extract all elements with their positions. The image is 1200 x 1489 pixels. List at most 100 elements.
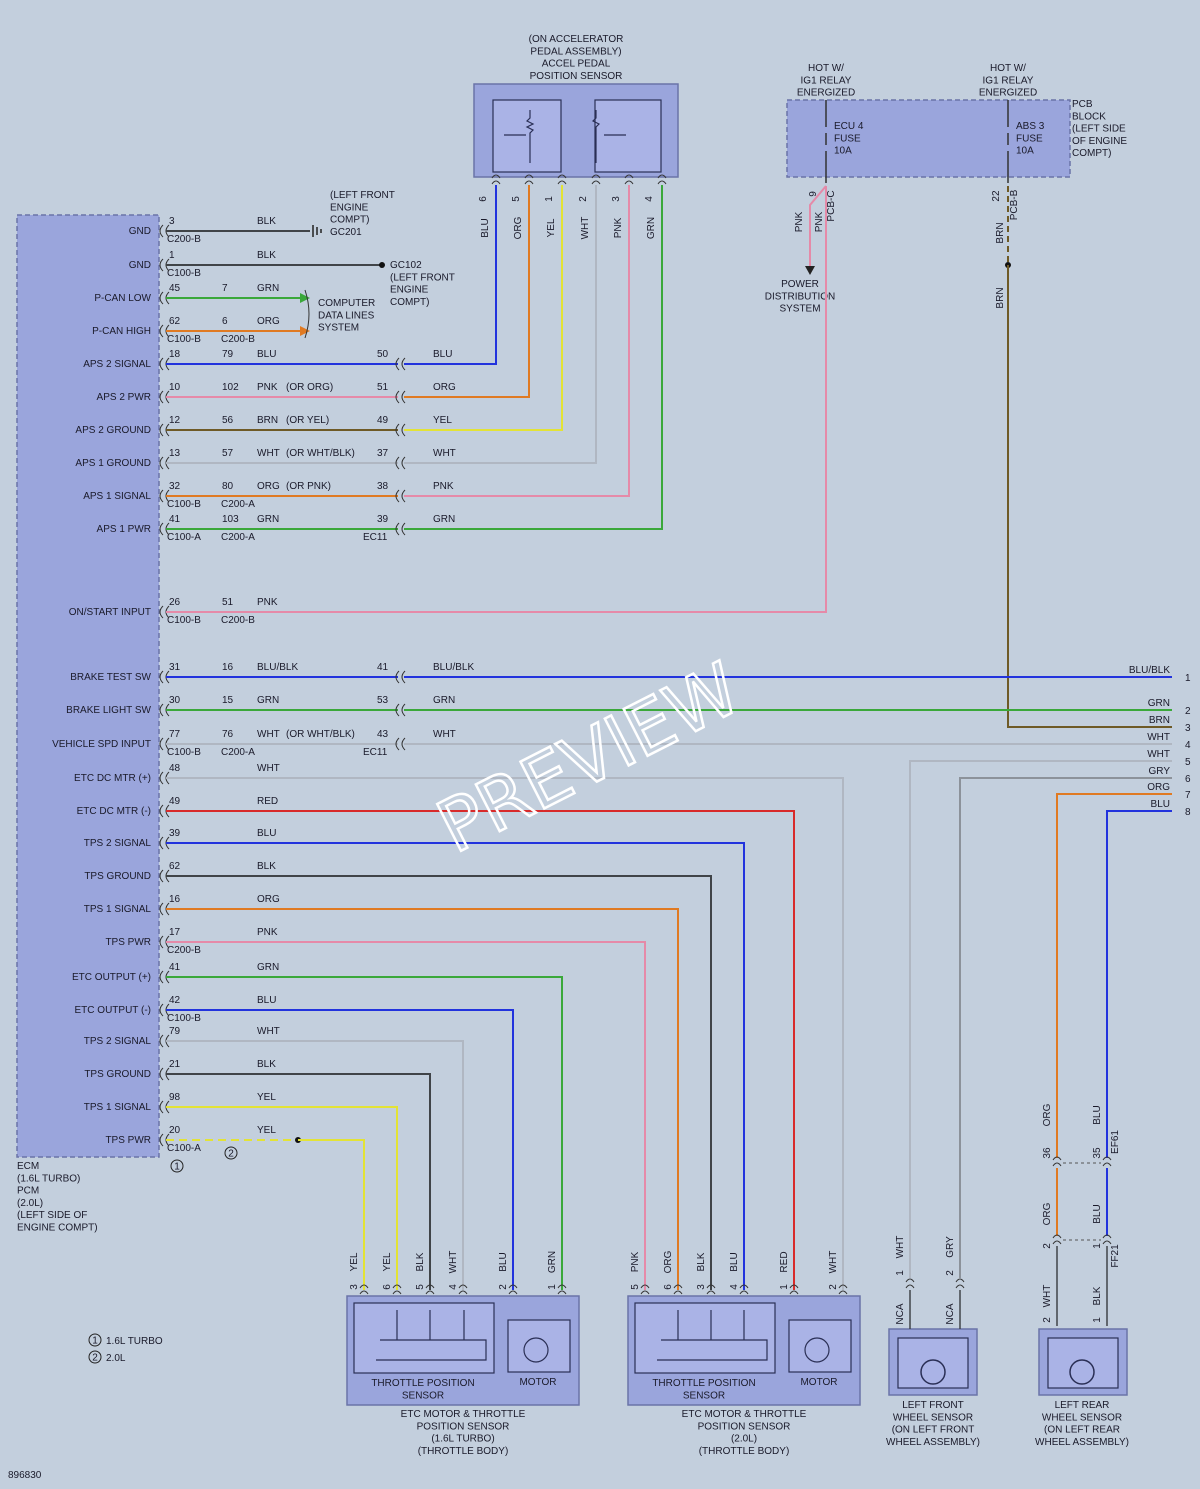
pcb-caption: OF ENGINE (1072, 136, 1127, 147)
motor-16-element (507, 1319, 571, 1373)
ecm-pin-number: 10 (169, 382, 181, 393)
hot-label: HOT W/ (808, 63, 844, 74)
wire-color-label: BLU/BLK (433, 662, 474, 673)
wire-color-label: BLU (257, 995, 276, 1006)
variant-marker-1-ring (170, 1159, 184, 1173)
pcb-c-connector-label: PCB-C (826, 190, 837, 221)
etc20-pin-number: 5 (630, 1284, 641, 1290)
ec11-connector-label: EC11 (363, 532, 388, 543)
wire-color-label: YEL (433, 415, 452, 426)
etc20-wire-label: RED (779, 1251, 790, 1272)
ec11-connector (395, 357, 406, 371)
accel-pedal-pin-connector (491, 174, 501, 185)
lr-middle-connector (1102, 1234, 1112, 1245)
ff21-connector-label: FF21 (1110, 1244, 1121, 1268)
right-edge-wire-label: ORG (1147, 782, 1170, 793)
ecm-pin-number: 3 (169, 216, 175, 227)
etc-16-caption: ETC MOTOR & THROTTLE (401, 1409, 526, 1420)
ecm-connector-label: C100-B (167, 334, 201, 345)
preview-watermark: PREVIEW (424, 646, 753, 869)
right-edge-number: 1 (1185, 673, 1191, 684)
wire-color-label: PNK (257, 597, 278, 608)
ecm-pin-label: ETC OUTPUT (-) (75, 1005, 151, 1016)
diagram-id: 896830 (8, 1470, 42, 1481)
accel-pedal-pin-connector (524, 174, 534, 185)
gc201-label: GC201 (330, 227, 362, 238)
ecm-connector-label: C100-A (167, 532, 201, 543)
c200-pin-number: 102 (222, 382, 239, 393)
ec11-connector (395, 423, 406, 437)
variant-marker-2: 2 (228, 1149, 234, 1160)
ecm-pin-number: 31 (169, 662, 181, 673)
can-label: DATA LINES (318, 310, 375, 321)
ecm-connector-label: C100-A (167, 1143, 201, 1154)
tps-16-label: SENSOR (402, 1390, 444, 1401)
ecm-pin-label: BRAKE TEST SW (70, 672, 151, 683)
etc20-pin-number: 1 (779, 1284, 790, 1290)
ecm-connector-label: C200-B (167, 945, 201, 956)
wire-color-label: YEL (257, 1125, 276, 1136)
c200-pin-number: 16 (222, 662, 234, 673)
tps-16-element (353, 1302, 495, 1374)
ecm-pin-label: APS 2 PWR (97, 392, 151, 403)
lr-middle-wire-label: ORG (1042, 1202, 1053, 1225)
wire-color-label: ORG (257, 481, 280, 492)
etc16-pin-connector (392, 1284, 402, 1295)
wire-color-label: BLK (257, 1059, 276, 1070)
etc-wire (166, 1073, 431, 1290)
wire-color-label: PNK (433, 481, 454, 492)
ecm-pin-number: 39 (169, 828, 181, 839)
on-start-wire (166, 186, 827, 613)
ecm-pin-label: APS 1 GROUND (75, 458, 151, 469)
wire-alt-label: (OR ORG) (286, 382, 333, 393)
right-edge-wire-label: BLU (1151, 799, 1170, 810)
hot-label: ENERGIZED (979, 88, 1037, 99)
lf-coil (897, 1337, 969, 1389)
wire-color-label: WHT (257, 763, 280, 774)
ecm-pin-number: 45 (169, 283, 181, 294)
ecm-pin-number: 1 (169, 250, 175, 261)
etc16-wire-label: YEL (382, 1252, 393, 1271)
etc20-wire-label: BLK (696, 1252, 707, 1271)
etc16-pin-number: 3 (349, 1284, 360, 1290)
etc16-pin-connector (458, 1284, 468, 1295)
etc20-pin-connector (739, 1284, 749, 1295)
ecm-pin-label: GND (129, 226, 151, 237)
p-can-low-arrow (300, 293, 310, 303)
lr-coil (1047, 1337, 1119, 1389)
wire-alt-label: (OR WHT/BLK) (286, 448, 355, 459)
ec11-pin-number: 43 (377, 729, 389, 740)
ec11-pin-number: 39 (377, 514, 389, 525)
right-edge-wire-label: WHT (1147, 749, 1170, 760)
ecm-pin-number: 18 (169, 349, 181, 360)
c200-pin-number: 56 (222, 415, 234, 426)
ecm-connector-label: C200-B (167, 234, 201, 245)
ecm-pin-label: APS 1 PWR (97, 524, 151, 535)
ecu4-fuse-label: 10A (834, 146, 852, 157)
tps-20-label: SENSOR (683, 1390, 725, 1401)
lf-wire-label: WHT (895, 1236, 906, 1259)
etc-20-caption: POSITION SENSOR (698, 1421, 791, 1432)
etc-16-caption: (THROTTLE BODY) (418, 1446, 509, 1457)
abs3-fuse-label: 10A (1016, 146, 1034, 157)
lr-middle-pin-number: 2 (1042, 1243, 1053, 1249)
pcb-caption: PCB (1072, 99, 1093, 110)
etc20-pin-connector (673, 1284, 683, 1295)
ecm-connector-label: C100-B (167, 499, 201, 510)
ecu4-fuse-label: ECU 4 (834, 121, 864, 132)
wire-color-label: BLU (257, 349, 276, 360)
ecm-pin-number: 48 (169, 763, 181, 774)
wire-color-label: WHT (433, 448, 456, 459)
lf-nca-label: NCA (895, 1303, 906, 1324)
hot-label: IG1 RELAY (983, 75, 1034, 86)
ecm-connector-label: C100-B (167, 615, 201, 626)
legend-symbol-2-ring (88, 1350, 102, 1364)
motor-20-symbol (804, 1337, 830, 1363)
ecm-pin-number: 26 (169, 597, 181, 608)
tps-16-label: THROTTLE POSITION (371, 1378, 474, 1389)
ecm-pin-number: 41 (169, 514, 181, 525)
variant-marker-2-ring (224, 1146, 238, 1160)
power-dist-wire-label: PNK (794, 211, 805, 232)
ec11-connector (395, 489, 406, 503)
accel-pedal-wire (404, 185, 497, 365)
